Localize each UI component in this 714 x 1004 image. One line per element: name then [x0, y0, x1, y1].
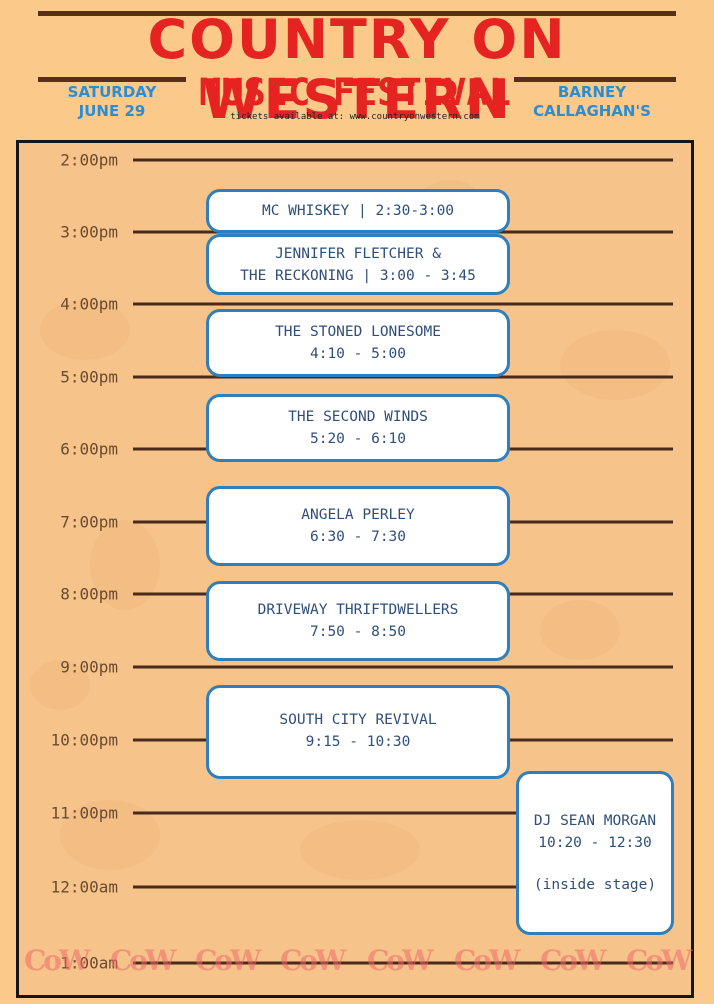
- time-label: 11:00pm: [50, 803, 118, 823]
- cow-logo: CoW: [195, 944, 261, 977]
- event-day-date: JUNE 29: [78, 102, 146, 120]
- time-label: 2:00pm: [60, 150, 118, 170]
- act-time: 5:20 - 6:10: [309, 431, 407, 447]
- time-line: [133, 811, 673, 815]
- venue-name-2: CALLAGHAN'S: [533, 102, 651, 120]
- act-second-winds: THE SECOND WINDS 5:20 - 6:10: [206, 394, 510, 462]
- act-jennifer-fletcher: JENNIFER FLETCHER & THE RECKONING | 3:00…: [206, 234, 510, 295]
- cow-logo: CoW: [24, 944, 90, 977]
- time-label: 9:00pm: [60, 657, 118, 677]
- time-line: [133, 375, 673, 379]
- cow-logo: CoW: [367, 944, 433, 977]
- time-label: 4:00pm: [60, 294, 118, 314]
- footer-logo-row: CoW CoW CoW CoW CoW CoW CoW CoW: [22, 938, 692, 988]
- cow-logo: CoW: [454, 944, 520, 977]
- cow-logo: CoW: [110, 944, 176, 977]
- time-label: 8:00pm: [60, 584, 118, 604]
- header-rule-right: [514, 77, 676, 82]
- act-time: 6:30 - 7:30: [309, 529, 407, 545]
- act-title: JENNIFER FLETCHER &: [275, 245, 441, 262]
- festival-title: COUNTRY ON WESTERN: [147, 8, 567, 131]
- act-time: THE RECKONING | 3:00 - 3:45: [240, 267, 476, 284]
- act-time: 10:20 - 12:30: [538, 835, 652, 851]
- time-line: [133, 302, 673, 306]
- cow-logo: CoW: [280, 944, 346, 977]
- time-line: [133, 961, 673, 965]
- event-day: SATURDAY: [67, 83, 157, 101]
- time-line: [133, 158, 673, 162]
- time-label: 7:00pm: [60, 512, 118, 532]
- event-venue: BARNEY CALLAGHAN'S: [522, 83, 662, 121]
- header-rule-left: [38, 77, 186, 82]
- time-line: [133, 665, 673, 669]
- act-title: DJ SEAN MORGAN: [533, 813, 657, 829]
- time-label: 3:00pm: [60, 222, 118, 242]
- act-time: 7:50 - 8:50: [309, 624, 407, 640]
- act-mc-whiskey: MC WHISKEY | 2:30-3:00: [206, 189, 510, 233]
- venue-name-1: BARNEY: [557, 83, 627, 101]
- act-dj-sean-morgan: DJ SEAN MORGAN 10:20 - 12:30 (inside sta…: [516, 771, 674, 935]
- header-rule-top: [38, 11, 676, 16]
- act-time: 4:10 - 5:00: [309, 346, 407, 362]
- act-title: SOUTH CITY REVIVAL: [279, 712, 437, 728]
- act-title: DRIVEWAY THRIFTDWELLERS: [257, 602, 459, 618]
- act-south-city-revival: SOUTH CITY REVIVAL 9:15 - 10:30: [206, 685, 510, 779]
- time-label: 10:00pm: [50, 730, 118, 750]
- act-stoned-lonesome: THE STONED LONESOME 4:10 - 5:00: [206, 309, 510, 377]
- act-note: (inside stage): [533, 877, 657, 893]
- act-angela-perley: ANGELA PERLEY 6:30 - 7:30: [206, 486, 510, 566]
- act-title: ANGELA PERLEY: [301, 507, 415, 523]
- act-driveway-thriftdwellers: DRIVEWAY THRIFTDWELLERS 7:50 - 8:50: [206, 581, 510, 661]
- tickets-info: tickets available at: www.countryonweste…: [230, 112, 480, 122]
- time-label: 12:00am: [50, 877, 118, 897]
- festival-subtitle: MUSIC FESTIVAL: [199, 71, 511, 114]
- cow-logo: CoW: [540, 944, 606, 977]
- event-date: SATURDAY JUNE 29: [42, 83, 182, 121]
- act-title: THE STONED LONESOME: [275, 324, 441, 340]
- time-label: 5:00pm: [60, 367, 118, 387]
- time-label: 6:00pm: [60, 439, 118, 459]
- act-title: THE SECOND WINDS: [288, 409, 428, 425]
- time-line: [133, 885, 673, 889]
- act-title: MC WHISKEY | 2:30-3:00: [261, 203, 455, 219]
- time-label: 1:00am: [60, 953, 118, 973]
- cow-logo: CoW: [626, 944, 692, 977]
- act-time: 9:15 - 10:30: [305, 734, 411, 750]
